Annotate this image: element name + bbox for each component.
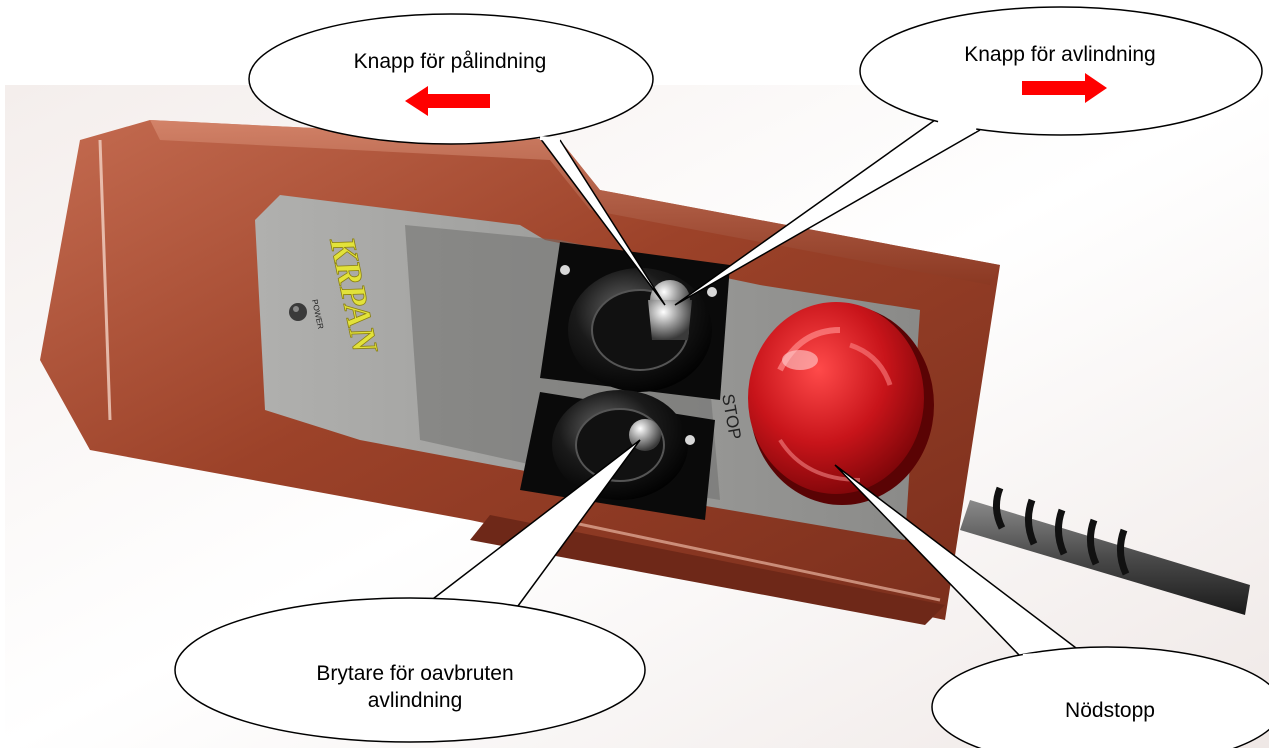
continuous-switch-caption: Brytare för oavbruten avlindning xyxy=(225,660,605,714)
emergency-stop-caption: Nödstopp xyxy=(1000,697,1220,724)
winding-button-caption: Knapp för pålindning xyxy=(270,48,630,75)
unwinding-button-caption: Knapp för avlindning xyxy=(880,41,1240,68)
continuous-switch-caption-line2: avlindning xyxy=(225,687,605,714)
continuous-switch-caption-line1: Brytare för oavbruten xyxy=(225,660,605,687)
